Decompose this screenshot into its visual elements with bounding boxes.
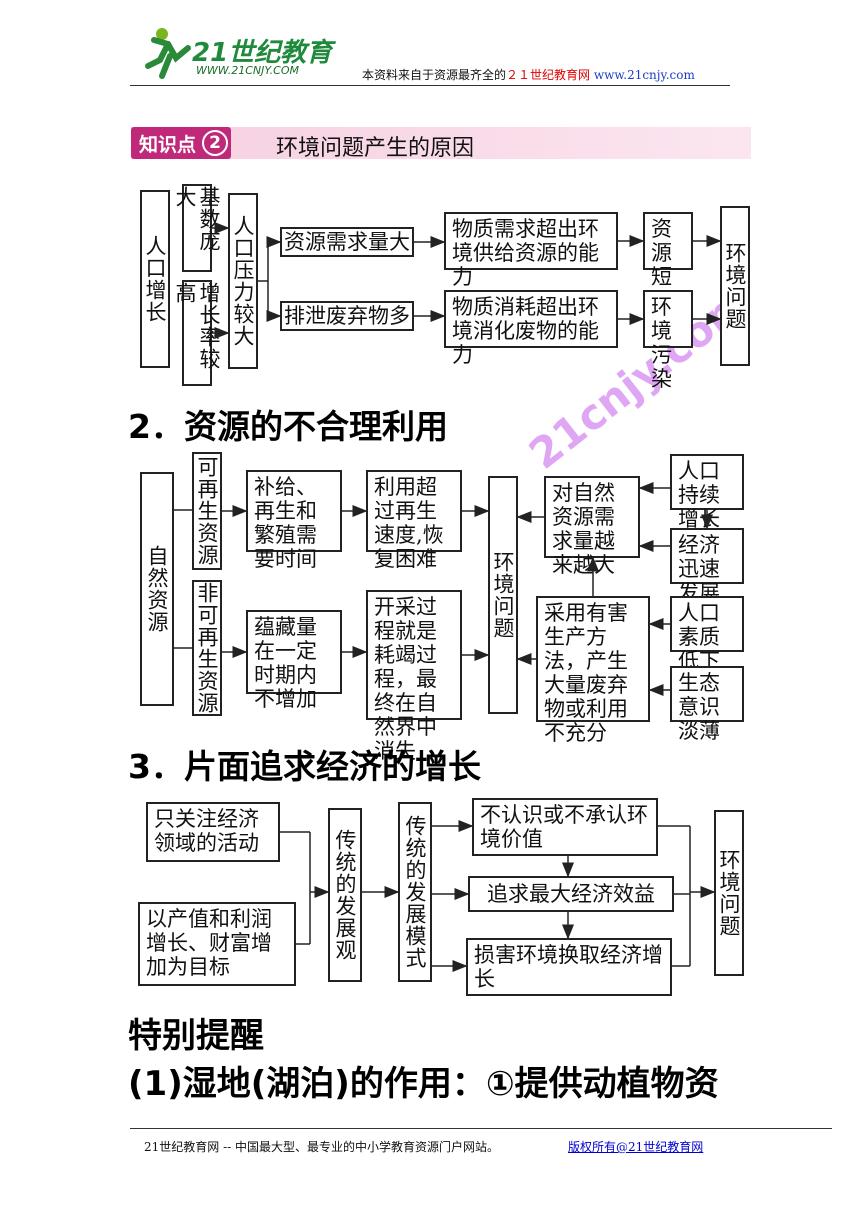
box-reserve: 蕴藏量在一定时期内不增加 [246,610,342,711]
running-figure-icon [145,28,191,79]
section1-badge: 知识点 2 [131,127,231,159]
box-exceed1: 物质需求超出环境供给资源的能力 [444,212,618,289]
box-exceed2: 物质消耗超出环境消化废物的能力 [444,290,618,367]
box-goal: 以产值和利润增长、财富增加为目标 [138,902,296,986]
box-overuse: 利用超过再生速度,恢复困难 [366,470,462,571]
box-maxbenefit: 追求最大经济效益 [468,876,674,912]
section1-banner [131,127,751,159]
reminder-line: (1)湿地(湖泊)的作用：①提供动植物资 [128,1064,719,1104]
header-source: 本资料来自于资源最齐全的２１世纪教育网 www.21cnjy.com [362,66,695,83]
box-eco-aware: 生态意识淡薄 [670,666,744,743]
box-waste: 排泄废弃物多 [280,301,414,331]
footer-left: 21世纪教育网 -- 中国最大型、最专业的中小学教育资源门户网站。 [144,1140,500,1154]
box-pop-growth2: 人口持续增长 [670,454,744,531]
box-pop-quality: 人口素质低下 [670,596,744,673]
box-demand2: 对自然资源需求量越来越大 [544,476,640,577]
source-url[interactable]: www.21cnjy.com [593,68,695,82]
source-prefix: 本资料来自于资源最齐全的 [362,68,507,82]
source-site[interactable]: ２１世纪教育网 [506,68,591,82]
box-pop-growth: 人口增长 [140,190,170,368]
logo-text: 21世纪教育 [192,38,333,68]
box-renewable: 可再生资源 [192,452,222,570]
box-base-large: 基数庞大 [173,184,221,272]
box-mode: 传统的发展模式 [398,802,432,982]
box-view: 传统的发展观 [328,808,362,982]
box-shortage: 资源短缺 [643,212,693,313]
box-demand: 资源需求量大 [280,227,414,257]
box-focus: 只关注经济领域的活动 [146,802,280,862]
box-problem1: 环境问题 [720,206,750,366]
header-logo: 21世纪教育 WWW.21CNJY.COM [140,18,340,88]
badge-number: 2 [202,130,229,156]
logo-url: WWW.21CNJY.COM [196,64,300,77]
section3-title: 3．片面追求经济的增长 [128,747,481,786]
section1-title: 环境问题产生的原因 [276,136,475,161]
box-problem2: 环境问题 [488,476,518,714]
header-rule [130,85,730,86]
box-rate-high: 增长率较高 [173,280,221,386]
box-nonrenewable: 非可再生资源 [192,580,222,716]
box-harmful: 采用有害生产方法，产生大量废弃物或利用不充分 [536,596,650,745]
box-natural: 自然资源 [140,472,174,706]
footer-rule [130,1128,832,1129]
box-problem3: 环境问题 [714,810,744,976]
section2-title: 2．资源的不合理利用 [128,407,448,446]
box-regen: 补给、再生和繁殖需要时间 [246,470,342,571]
badge-label: 知识点 [139,133,197,156]
footer-copyright-link[interactable]: 版权所有@21世纪教育网 [568,1140,704,1154]
box-pollution: 环境污染 [643,290,693,391]
box-pressure: 人口压力较大 [228,193,258,369]
box-notrecog: 不认识或不承认环境价值 [472,798,658,856]
box-exhaust: 开采过程就是耗竭过程，最终在自然界中消失 [366,590,462,763]
box-harm: 损害环境换取经济增长 [466,938,672,996]
reminder-title: 特别提醒 [128,1016,264,1056]
box-econ-dev: 经济迅速发展 [670,528,744,605]
